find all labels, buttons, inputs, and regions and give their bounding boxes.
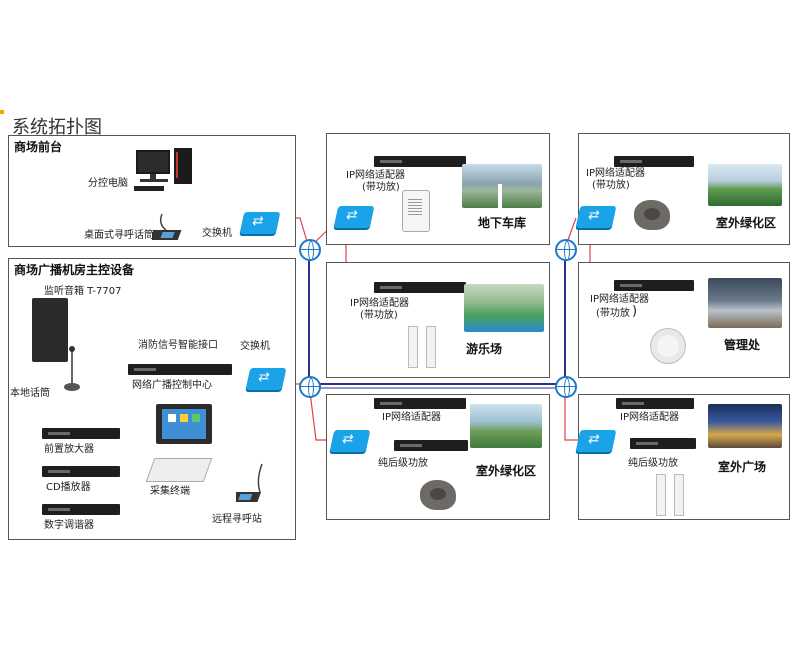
plaza-amp-label: 纯后级功放	[628, 458, 678, 469]
front-desk-switch-icon	[239, 212, 281, 234]
collector-icon	[145, 458, 213, 482]
tuner-label: 数字调谐器	[44, 520, 94, 531]
cd-player-label: CD播放器	[46, 482, 91, 493]
fire-interface-label: 消防信号智能接口	[138, 340, 218, 351]
plaza-adapter-icon	[616, 398, 694, 409]
green-bottom-area-label: 室外绿化区	[476, 464, 537, 478]
network-globe-icon	[555, 376, 577, 398]
rock-speaker-icon	[634, 200, 670, 230]
cd-player-icon	[42, 466, 120, 477]
column-speaker-icon	[674, 474, 684, 516]
parking-adapter-label: IP网络适配器	[346, 170, 405, 181]
page-title: 系统拓扑图	[12, 117, 102, 138]
green-top-adapter-label: IP网络适配器	[586, 168, 645, 179]
front-desk-title: 商场前台	[14, 140, 63, 154]
touch-screen-icon	[156, 404, 212, 444]
monitor-speaker-label: 监听音箱 T-7707	[44, 286, 122, 297]
control-switch-label: 交换机	[240, 341, 270, 352]
column-speaker-icon	[426, 326, 436, 368]
desk-mic-icon	[152, 213, 182, 240]
control-switch-icon	[245, 368, 287, 390]
front-desk-switch-label: 交换机	[202, 228, 232, 239]
green-top-switch-icon	[575, 206, 617, 228]
green-bottom-photo	[470, 404, 542, 448]
preamp-label: 前置放大器	[44, 444, 94, 455]
management-adapter-paren: )	[632, 304, 638, 319]
wall-speaker-icon	[402, 190, 430, 232]
ceiling-speaker-icon	[650, 328, 686, 364]
pc-label: 分控电脑	[88, 178, 128, 189]
column-speaker-icon	[408, 326, 418, 368]
network-globe-icon	[299, 376, 321, 398]
green-bottom-adapter-label: IP网络适配器	[382, 412, 441, 423]
computer-icon	[134, 148, 192, 191]
green-top-photo	[708, 164, 782, 206]
tuner-icon	[42, 504, 120, 515]
plaza-switch-icon	[575, 430, 617, 452]
remote-station-icon	[236, 463, 263, 502]
network-globe-icon	[299, 239, 321, 261]
rock-speaker-icon	[420, 480, 456, 510]
green-top-adapter-icon	[614, 156, 694, 167]
management-adapter-sub: (带功放	[596, 308, 630, 319]
playground-adapter-icon	[374, 282, 466, 293]
backbone-links	[308, 248, 566, 389]
desk-mic-label: 桌面式寻呼话筒	[84, 230, 154, 241]
plaza-amp-icon	[630, 438, 696, 449]
green-bottom-adapter-icon	[374, 398, 466, 409]
playground-photo	[464, 284, 544, 332]
preamp-icon	[42, 428, 120, 439]
green-top-adapter-sub: (带功放)	[592, 180, 630, 191]
local-mic-label: 本地话筒	[10, 388, 50, 399]
plaza-area-label: 室外广场	[718, 460, 767, 474]
remote-station-label: 远程寻呼站	[212, 514, 262, 525]
network-globe-icon	[555, 239, 577, 261]
parking-adapter-icon	[374, 156, 466, 167]
green-bottom-amp-icon	[394, 440, 468, 451]
server-label: 网络广播控制中心	[132, 380, 212, 391]
title-accent	[0, 110, 4, 114]
parking-area-label: 地下车库	[478, 216, 527, 230]
green-bottom-switch-icon	[329, 430, 371, 452]
local-mic-icon	[64, 346, 80, 391]
management-adapter-label: IP网络适配器	[590, 294, 649, 305]
plaza-adapter-label: IP网络适配器	[620, 412, 679, 423]
plaza-photo	[708, 404, 782, 448]
column-speaker-icon	[656, 474, 666, 516]
parking-adapter-sub: (带功放)	[362, 182, 400, 193]
green-top-area-label: 室外绿化区	[716, 216, 777, 230]
parking-photo	[462, 164, 542, 208]
management-area-label: 管理处	[724, 338, 761, 352]
playground-area-label: 游乐场	[466, 342, 503, 356]
green-bottom-amp-label: 纯后级功放	[378, 458, 428, 469]
management-photo	[708, 278, 782, 328]
collector-label: 采集终端	[150, 486, 190, 497]
fire-interface-icon	[128, 364, 232, 375]
parking-switch-icon	[333, 206, 375, 228]
monitor-speaker-icon	[32, 298, 68, 362]
control-room-title: 商场广播机房主控设备	[14, 263, 135, 277]
playground-adapter-label: IP网络适配器	[350, 298, 409, 309]
playground-adapter-sub: (带功放)	[360, 310, 398, 321]
management-adapter-icon	[614, 280, 694, 291]
